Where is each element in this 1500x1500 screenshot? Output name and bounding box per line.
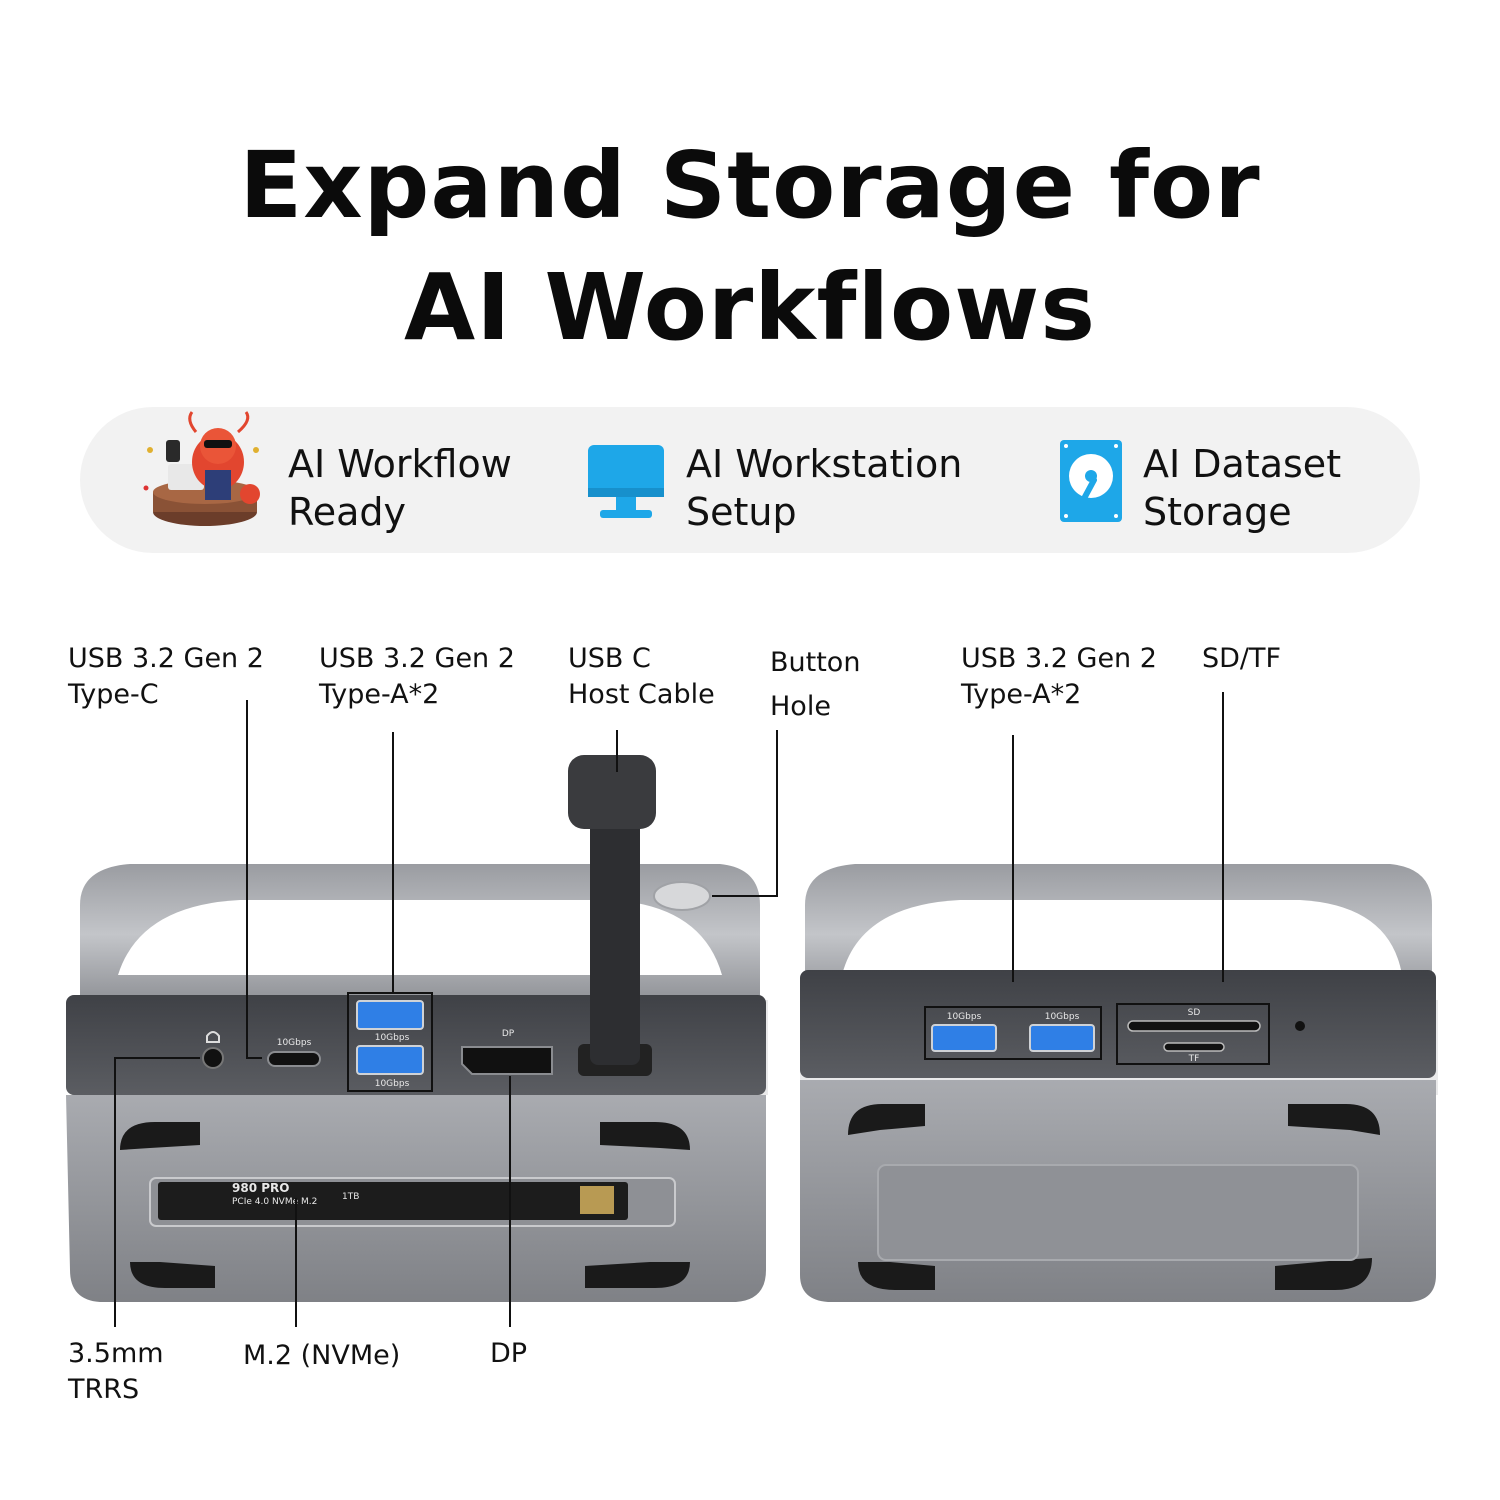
feature-label-line2: Storage	[1143, 490, 1292, 534]
callout-line2: Type-A*2	[319, 679, 440, 710]
callout-m2-nvme: M.2 (NVMe)	[243, 1338, 400, 1374]
feature-label-line2: Setup	[686, 490, 797, 534]
feature-label-line1: AI Workflow	[288, 442, 512, 486]
dock-front-view: 980 PRO PCIe 4.0 NVMe M.2 1TB 10Gbps 10G…	[66, 755, 768, 1302]
svg-text:DP: DP	[502, 1029, 515, 1039]
hard-drive-icon	[1060, 440, 1122, 522]
tf-card-slot	[1163, 1042, 1225, 1052]
callout-line1: USB 3.2 Gen 2	[961, 643, 1157, 674]
headline-line-2: AI Workflows	[404, 254, 1096, 361]
callout-usb-a-back: USB 3.2 Gen 2 Type-A*2	[961, 641, 1157, 713]
audio-jack-port	[202, 1047, 224, 1069]
feature-ai-dataset: AI Dataset Storage	[1143, 440, 1341, 536]
callout-audio-jack: 3.5mm TRRS	[68, 1336, 164, 1408]
callout-line1: 3.5mm	[68, 1338, 164, 1369]
sd-card-slot	[1127, 1020, 1261, 1032]
callout-host-cable: USB C Host Cable	[568, 641, 715, 713]
usb-a-port	[356, 1000, 424, 1030]
callout-line2: TRRS	[68, 1374, 140, 1405]
callout-line2: Type-C	[68, 679, 159, 710]
svg-text:TF: TF	[1188, 1054, 1200, 1064]
svg-text:10Gbps: 10Gbps	[375, 1033, 410, 1043]
callout-usb-a-front: USB 3.2 Gen 2 Type-A*2	[319, 641, 515, 713]
usb-c-host-cable	[590, 815, 640, 1065]
callout-sd-tf: SD/TF	[1202, 641, 1281, 677]
leader-lines	[114, 692, 1224, 1327]
feature-label-line1: AI Workstation	[686, 442, 963, 486]
callout-line1: USB 3.2 Gen 2	[68, 643, 264, 674]
svg-text:SD: SD	[1188, 1008, 1201, 1018]
callout-line2: Type-A*2	[961, 679, 1082, 710]
callout-line1: USB C	[568, 643, 651, 674]
feature-ai-workflow: AI Workflow Ready	[288, 440, 512, 536]
callout-usb-c: USB 3.2 Gen 2 Type-C	[68, 641, 264, 713]
lobster-mascot-icon	[143, 411, 260, 526]
callout-line1: Button	[770, 647, 861, 678]
dock-back-view: 10Gbps 10Gbps SD TF	[800, 864, 1438, 1302]
headline-line-1: Expand Storage for	[239, 132, 1261, 239]
feature-label-line1: AI Dataset	[1143, 442, 1342, 486]
callout-button-hole: Button Hole	[770, 641, 860, 729]
svg-text:10Gbps: 10Gbps	[277, 1038, 312, 1048]
monitor-icon	[588, 445, 664, 518]
button-hole	[653, 881, 711, 911]
m2-nvme-ssd	[158, 1182, 628, 1220]
svg-text:10Gbps: 10Gbps	[375, 1079, 410, 1089]
svg-text:10Gbps: 10Gbps	[1045, 1012, 1080, 1022]
ssd-brand: 980 PRO	[232, 1181, 289, 1195]
callout-line2: Hole	[770, 691, 831, 722]
callout-line1: USB 3.2 Gen 2	[319, 643, 515, 674]
status-led	[1295, 1021, 1305, 1031]
callout-line2: Host Cable	[568, 679, 715, 710]
usb-c-port	[267, 1051, 321, 1067]
feature-label-line2: Ready	[288, 490, 406, 534]
ssd-spec: PCIe 4.0 NVMe M.2	[232, 1197, 317, 1207]
callout-line1: DP	[490, 1338, 528, 1369]
callout-line1: M.2 (NVMe)	[243, 1340, 401, 1371]
callout-displayport: DP	[490, 1336, 527, 1372]
usb-a-port	[1029, 1024, 1095, 1052]
feature-ai-workstation: AI Workstation Setup	[686, 440, 962, 536]
ssd-capacity: 1TB	[342, 1192, 359, 1202]
usb-a-port	[356, 1045, 424, 1075]
feature-banner	[80, 407, 1420, 553]
usb-a-port	[931, 1024, 997, 1052]
callout-line1: SD/TF	[1202, 643, 1282, 674]
svg-text:10Gbps: 10Gbps	[947, 1012, 982, 1022]
displayport-port	[461, 1046, 553, 1075]
